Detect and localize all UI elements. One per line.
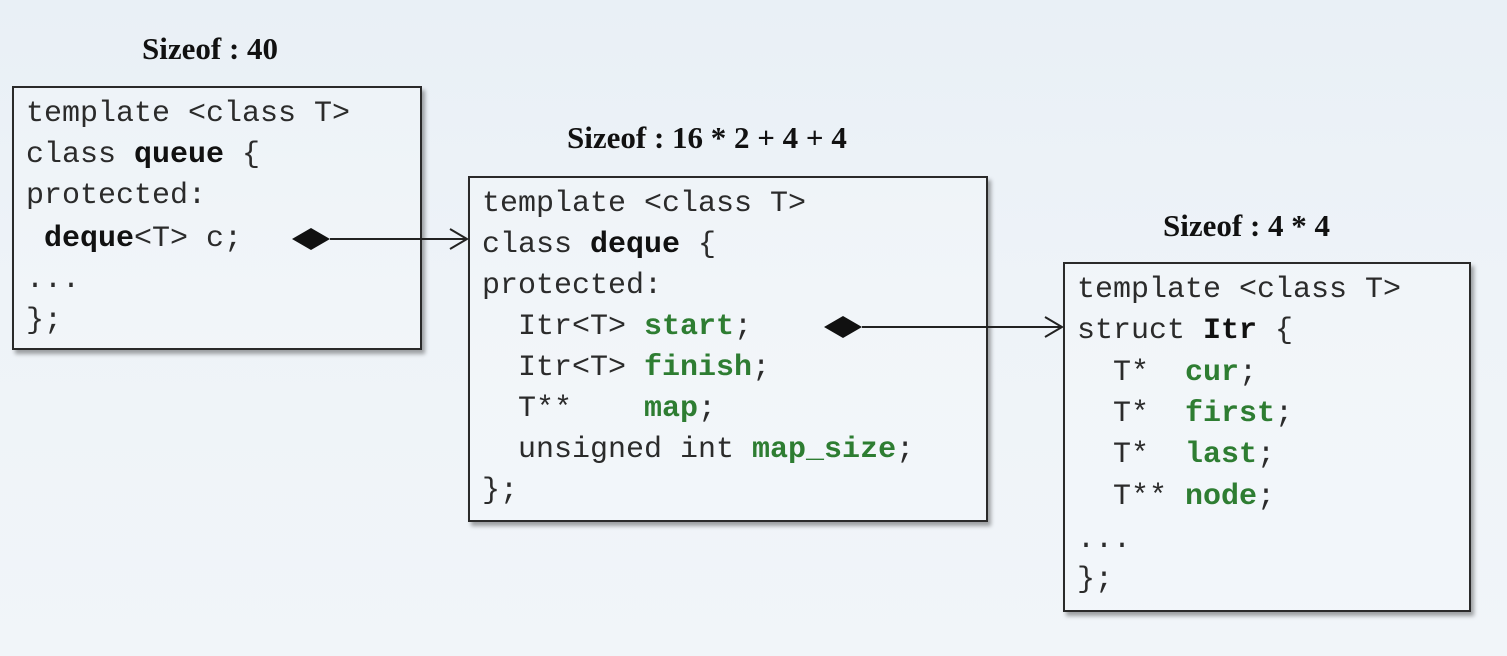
itr-cur-member: cur xyxy=(1185,356,1240,390)
itr-last-semicolon: ; xyxy=(1257,438,1276,472)
deque-finish-member: finish xyxy=(644,351,753,385)
queue-protected-line: protected: xyxy=(26,179,207,213)
itr-sizeof-label: Sizeof : 4 * 4 xyxy=(1163,208,1331,243)
itr-cur-semicolon: ; xyxy=(1239,356,1258,390)
deque-start-semicolon: ; xyxy=(734,310,753,344)
itr-first-line: T* first; xyxy=(1077,394,1293,434)
queue-template-line: template <class T> xyxy=(26,97,351,131)
deque-map-size-member: map_size xyxy=(752,433,897,467)
deque-start-type: Itr<T> xyxy=(482,310,645,344)
deque-to-itr-arrow xyxy=(824,316,1064,338)
queue-class-keyword: class xyxy=(26,138,135,172)
deque-finish-line: Itr<T> finish; xyxy=(482,348,770,388)
deque-class-name: deque xyxy=(590,228,681,262)
queue-close-line: }; xyxy=(26,304,63,338)
itr-cur-line: T* cur; xyxy=(1077,353,1257,393)
itr-struct-line: struct Itr { xyxy=(1077,311,1293,351)
itr-first-type: T* xyxy=(1077,397,1186,431)
queue-to-deque-arrow xyxy=(292,228,469,250)
itr-ellipsis-line: ... xyxy=(1077,523,1132,557)
deque-open-brace: { xyxy=(680,228,717,262)
deque-start-member: start xyxy=(644,310,735,344)
itr-first-semicolon: ; xyxy=(1275,397,1294,431)
itr-struct-name: Itr xyxy=(1203,314,1258,348)
itr-close-line: }; xyxy=(1077,563,1114,597)
itr-node-line: T** node; xyxy=(1077,477,1275,517)
queue-member-type: deque xyxy=(44,222,135,256)
deque-map-type: T** xyxy=(482,392,645,426)
queue-member-line: deque<T> c; xyxy=(26,219,242,259)
composition-diamond-icon xyxy=(292,228,330,250)
queue-class-name: queue xyxy=(134,138,225,172)
queue-member-rest: <T> c; xyxy=(134,222,243,256)
itr-struct-keyword: struct xyxy=(1077,314,1204,348)
itr-last-line: T* last; xyxy=(1077,435,1275,475)
deque-map-size-line: unsigned int map_size; xyxy=(482,430,914,470)
deque-map-size-type: unsigned int xyxy=(482,433,753,467)
deque-map-line: T** map; xyxy=(482,389,716,429)
deque-class-line: class deque { xyxy=(482,225,716,265)
deque-sizeof-label: Sizeof : 16 * 2 + 4 + 4 xyxy=(567,120,847,155)
deque-map-size-semicolon: ; xyxy=(896,433,915,467)
itr-template-line: template <class T> xyxy=(1077,273,1402,307)
arrowhead-icon xyxy=(449,228,469,250)
queue-class-line: class queue { xyxy=(26,135,260,175)
deque-finish-type: Itr<T> xyxy=(482,351,645,385)
itr-struct-box: template <class T> struct Itr { T* cur; … xyxy=(1063,262,1471,612)
queue-open-brace: { xyxy=(224,138,261,172)
itr-last-member: last xyxy=(1185,438,1258,472)
deque-start-line: Itr<T> start; xyxy=(482,307,752,347)
queue-class-box: template <class T> class queue { protect… xyxy=(12,86,422,350)
deque-map-member: map xyxy=(644,392,699,426)
itr-node-member: node xyxy=(1185,480,1258,514)
deque-class-box: template <class T> class deque { protect… xyxy=(468,176,988,522)
deque-protected-line: protected: xyxy=(482,269,663,303)
arrowhead-icon xyxy=(1044,316,1064,338)
deque-template-line: template <class T> xyxy=(482,187,807,221)
deque-map-semicolon: ; xyxy=(698,392,717,426)
itr-cur-type: T* xyxy=(1077,356,1186,390)
deque-class-keyword: class xyxy=(482,228,591,262)
itr-last-type: T* xyxy=(1077,438,1186,472)
deque-finish-semicolon: ; xyxy=(752,351,771,385)
itr-open-brace: { xyxy=(1257,314,1294,348)
deque-close-line: }; xyxy=(482,474,519,508)
queue-sizeof-label: Sizeof : 40 xyxy=(142,31,279,66)
itr-first-member: first xyxy=(1185,397,1276,431)
composition-diamond-icon xyxy=(824,316,862,338)
itr-node-semicolon: ; xyxy=(1257,480,1276,514)
queue-ellipsis-line: ... xyxy=(26,263,81,297)
itr-node-type: T** xyxy=(1077,480,1186,514)
